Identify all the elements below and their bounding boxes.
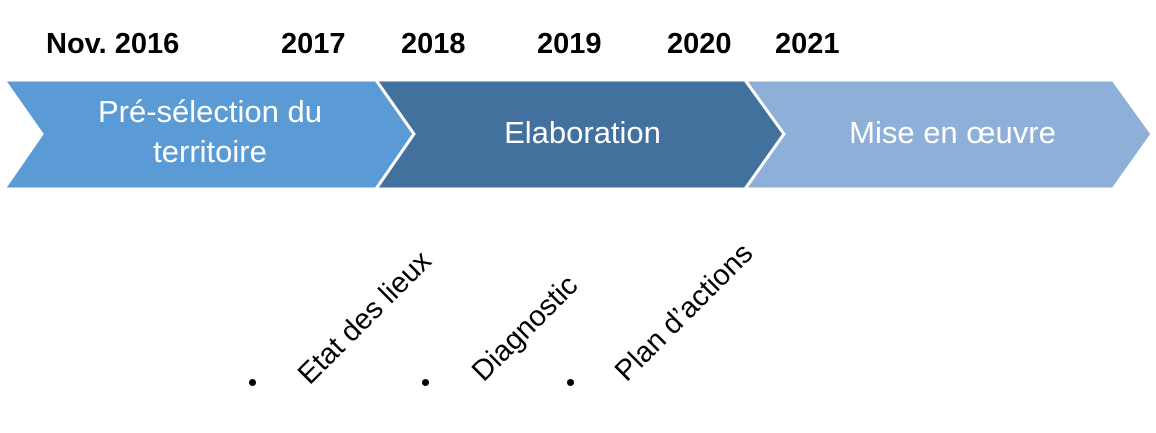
year-label-nov-2016: Nov. 2016 <box>46 28 180 60</box>
year-label-2019: 2019 <box>537 28 602 60</box>
year-label-2018: 2018 <box>401 28 466 60</box>
chevron-mise-en-oeuvre <box>742 78 1154 191</box>
year-label-2017: 2017 <box>281 28 346 60</box>
phase-label-preselection-line2: territoire <box>153 134 267 169</box>
phase-label-elaboration: Elaboration <box>504 115 661 150</box>
bullet-diagnostic <box>422 379 429 386</box>
phase-label-preselection-line1: Pré-sélection du <box>97 94 322 129</box>
year-label-2021: 2021 <box>775 28 840 60</box>
bullet-etat-des-lieux <box>249 379 256 386</box>
phase-label-mise-en-oeuvre: Mise en œuvre <box>849 115 1056 150</box>
phase-label-preselection: Pré-sélection du territoire <box>40 92 380 172</box>
bullet-plan-actions <box>567 379 574 386</box>
year-label-2020: 2020 <box>667 28 732 60</box>
